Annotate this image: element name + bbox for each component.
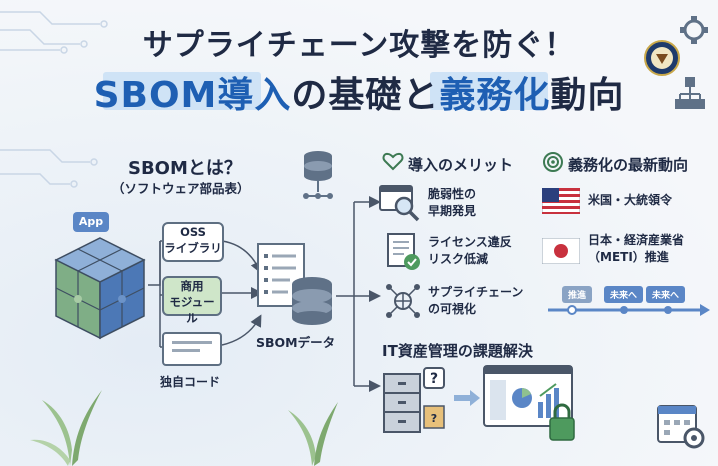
seal-and-gear-decoration (644, 16, 708, 109)
puzzle-cube-icon (54, 237, 146, 340)
document-check-icon (387, 233, 420, 270)
sbom-document-database-icon (257, 243, 332, 325)
title-basics: の基礎と (291, 75, 440, 116)
timeline-step-future-1: 未来へ (604, 286, 644, 303)
main-title-line1: サプライチェーン攻撃を防ぐ！ (142, 28, 576, 63)
calendar-gear-icon (657, 405, 705, 449)
mandate-japan-text: 日本・経済産業省 （METI）推進 (588, 233, 685, 264)
circuit-decoration-left (0, 149, 98, 188)
timeline-step-promote: 推進 (562, 286, 593, 303)
component-oss-library: OSS ライブラリ (162, 222, 224, 262)
title-highlight-2 (430, 72, 548, 110)
mandate-us-text: 米国・大統領令 (588, 193, 673, 207)
us-flag-icon (542, 188, 580, 214)
title-sbom-intro: SBOM導入 (93, 75, 292, 116)
dashboard-lock-icon (483, 365, 575, 441)
sbom-subheading: （ソフトウェア部品表） (112, 181, 250, 196)
timeline-step-future-2: 未来へ (646, 286, 686, 303)
mandate-heading: 義務化の最新動向 (568, 156, 689, 174)
plant-decoration-right (288, 402, 338, 466)
app-badge: App (73, 212, 109, 232)
plant-decoration-left (30, 390, 102, 466)
main-title-line2: SBOM導入の基礎と義務化動向 (0, 66, 718, 118)
network-icon (386, 284, 420, 318)
circuit-decoration-top-left (0, 11, 108, 54)
heart-hand-icon (382, 152, 404, 171)
custom-code-label: 独自コード (160, 375, 221, 389)
benefit-vulnerability-text: 脆弱性の 早期発見 (428, 187, 477, 218)
sbom-data-label: SBOMデータ (256, 335, 336, 350)
title-highlight-1 (103, 72, 261, 110)
file-cabinet-question-icon: ? ? (383, 367, 445, 433)
title-trend: 動向 (550, 75, 625, 116)
hierarchy-icon (675, 77, 705, 109)
custom-code-icon (162, 332, 222, 366)
benefit-license-text: ライセンス違反 リスク低減 (428, 235, 512, 266)
sbom-to-sections-arrows (336, 196, 381, 392)
magnifier-icon (379, 185, 420, 222)
it-asset-heading: IT資産管理の課題解決 (382, 342, 533, 360)
arrow-right-icon (454, 390, 480, 406)
mandate-timeline (548, 304, 710, 316)
benefits-heading: 導入のメリット (408, 156, 514, 174)
component-oss-label: OSS ライブラリ (164, 225, 222, 255)
target-icon (543, 152, 563, 172)
title-mandate: 義務化 (439, 75, 551, 116)
sbom-heading: SBOMとは？ (128, 158, 242, 179)
svg-text:?: ? (430, 371, 438, 387)
japan-flag-icon (542, 238, 580, 264)
component-commercial-label: 商用 モジュール (169, 279, 215, 325)
benefit-visibility-text: サプライチェーン の可視化 (428, 285, 524, 316)
database-network-icon (303, 151, 333, 199)
component-commercial-module: 商用 モジュール (162, 276, 222, 325)
svg-text:?: ? (431, 412, 437, 425)
